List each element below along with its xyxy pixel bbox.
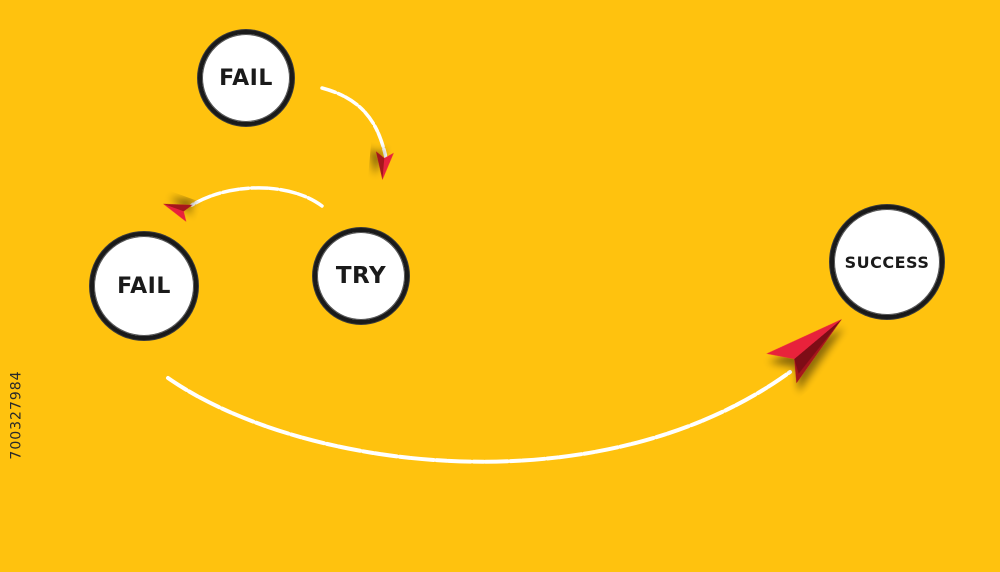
fail-label: FAIL	[117, 273, 171, 299]
success-label: SUCCESS	[844, 252, 930, 272]
trail-try-to-fail	[190, 186, 324, 208]
trail-fail-to-try	[320, 86, 388, 160]
fail-label: FAIL	[219, 65, 273, 91]
try-label: TRY	[335, 263, 387, 289]
fail-node-left: FAIL	[90, 232, 198, 340]
try-node: TRY	[313, 228, 409, 324]
stock-id-watermark: 700327984	[2, 330, 32, 500]
fail-node-top: FAIL	[198, 30, 294, 126]
trail-fail-to-success	[166, 370, 792, 464]
paper-plane-icon	[375, 151, 394, 180]
paper-plane-icon	[766, 319, 842, 384]
paper-plane-icon	[163, 203, 193, 222]
stock-id-text: 700327984	[9, 370, 26, 460]
success-node: SUCCESS	[830, 205, 944, 319]
